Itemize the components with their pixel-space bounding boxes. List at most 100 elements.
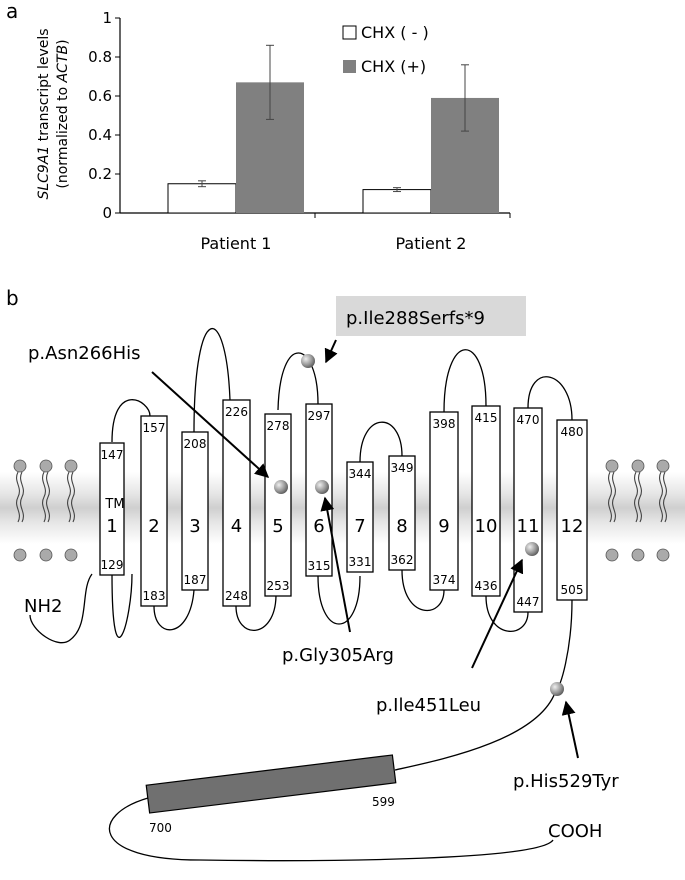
helix-number-3: 3 <box>189 516 200 537</box>
helix-number-5: 5 <box>272 516 283 537</box>
helix-number-11: 11 <box>517 516 540 537</box>
mutation-label-asn266: p.Asn266His <box>28 343 141 364</box>
lipid-tail <box>663 471 667 523</box>
helix-8-bottom-residue: 362 <box>391 553 414 567</box>
helix-10-bottom-residue: 436 <box>475 579 498 593</box>
c-terminal-tail <box>394 599 573 771</box>
helix-number-1: 1 <box>106 516 117 537</box>
c-terminal-end <box>108 797 554 862</box>
mutation-arrows <box>151 339 579 759</box>
mutation-label-gly305: p.Gly305Arg <box>282 645 394 666</box>
helix-3-bottom-residue: 187 <box>184 573 207 587</box>
lipid-tail <box>46 471 50 523</box>
loop-1-2-inner <box>111 573 133 638</box>
helix-5-top-residue: 278 <box>267 419 290 433</box>
helix-12-top-residue: 480 <box>561 425 584 439</box>
loop-3-4 <box>193 327 231 433</box>
lipid-tail <box>16 471 20 523</box>
bar-chx-minus-1 <box>167 183 237 214</box>
legend-label-plus: CHX (+) <box>361 57 426 76</box>
y-tick-label-1: 0.2 <box>88 165 112 183</box>
y-tick-label-0: 0 <box>102 204 112 222</box>
helix-4-top-residue: 226 <box>225 405 248 419</box>
mutation-label-his529: p.His529Tyr <box>513 771 619 792</box>
lipid-tail <box>71 471 75 523</box>
arrow-asn266 <box>151 371 270 478</box>
helix-9 <box>429 411 459 591</box>
y-tick-label-2: 0.4 <box>88 126 112 144</box>
n-terminus-label: NH2 <box>24 596 62 617</box>
loop-11-12 <box>527 376 573 421</box>
lipid-head-top <box>39 459 53 473</box>
helix-11 <box>513 407 543 613</box>
y-axis-label-line2: (normalized to ACTB) <box>55 39 71 188</box>
loop-10-11 <box>485 595 529 632</box>
loop-6-7 <box>317 575 361 625</box>
lipid-head-bottom <box>39 548 53 562</box>
mutation-site-his529 <box>550 682 564 696</box>
panel-a-label: a <box>6 0 18 23</box>
y-axis-label-gene2: ACTB <box>55 45 71 84</box>
helix-9-bottom-residue: 374 <box>433 573 456 587</box>
lipid-head-top <box>13 459 27 473</box>
y-tick-label-3: 0.6 <box>88 87 112 105</box>
lipid-tail <box>612 471 616 523</box>
y-tick-label-5: 1 <box>102 9 112 27</box>
domain-residue-599: 599 <box>372 795 395 809</box>
helix-8 <box>388 455 416 571</box>
helix-6-bottom-residue: 315 <box>308 559 331 573</box>
lipid-head-bottom <box>64 548 78 562</box>
loop-8-9 <box>401 569 445 612</box>
helix-7-top-residue: 344 <box>349 467 372 481</box>
domain-residue-700: 700 <box>149 821 172 835</box>
c-terminus-label: COOH <box>548 821 602 842</box>
y-axis-label-gene: SLC9A1 <box>36 146 52 200</box>
helix-11-top-residue: 470 <box>517 413 540 427</box>
lipid-tail <box>634 471 638 523</box>
mutation-label-box <box>336 296 526 336</box>
helix-10-top-residue: 415 <box>475 411 498 425</box>
y-tick-label-4: 0.8 <box>88 48 112 66</box>
lipid-head-top <box>656 459 670 473</box>
helix-11-bottom-residue: 447 <box>517 595 540 609</box>
loop-9-10 <box>443 349 487 413</box>
helices: 1147129215718332081874226248527825362973… <box>99 399 588 613</box>
helix-2-bottom-residue: 183 <box>143 589 166 603</box>
helix-number-4: 4 <box>231 516 242 537</box>
lipid-head-bottom <box>656 548 670 562</box>
lipid-head-top <box>64 459 78 473</box>
helix-number-10: 10 <box>475 516 498 537</box>
tm-label: TM <box>104 497 124 512</box>
helix-8-top-residue: 349 <box>391 461 414 475</box>
helix-number-2: 2 <box>148 516 159 537</box>
helix-number-6: 6 <box>313 516 324 537</box>
lipid-head-bottom <box>631 548 645 562</box>
mutation-site-gly305 <box>315 480 329 494</box>
lipid-tail <box>20 471 24 523</box>
helix-7-bottom-residue: 331 <box>349 555 372 569</box>
mutation-label-ile288: p.Ile288Serfs*9 <box>346 308 485 329</box>
lipid-tail <box>638 471 642 523</box>
arrow-ile288 <box>324 339 338 364</box>
y-axis-label-line1: SLC9A1 transcript levels <box>36 28 52 199</box>
helix-4-bottom-residue: 248 <box>225 589 248 603</box>
helix-2 <box>140 415 168 607</box>
mutation-site-ile288 <box>301 354 315 368</box>
y-axis-label-rest: transcript levels <box>36 28 52 145</box>
panel-b-label: b <box>6 286 19 310</box>
helix-3-top-residue: 208 <box>184 437 207 451</box>
arrow-gly305 <box>320 496 351 633</box>
mutation-label-ile451: p.Ile451Leu <box>376 695 481 716</box>
category-label-2: Patient 2 <box>396 234 467 253</box>
lipid-head-top <box>631 459 645 473</box>
legend-swatch-plus <box>343 60 356 73</box>
helix-1 <box>99 442 125 576</box>
lipid-tail <box>67 471 71 523</box>
connecting-loops <box>29 327 573 862</box>
lipid-head-bottom <box>13 548 27 562</box>
helix-number-12: 12 <box>561 516 584 537</box>
arrow-ile451 <box>471 558 524 669</box>
helix-7 <box>346 461 374 573</box>
